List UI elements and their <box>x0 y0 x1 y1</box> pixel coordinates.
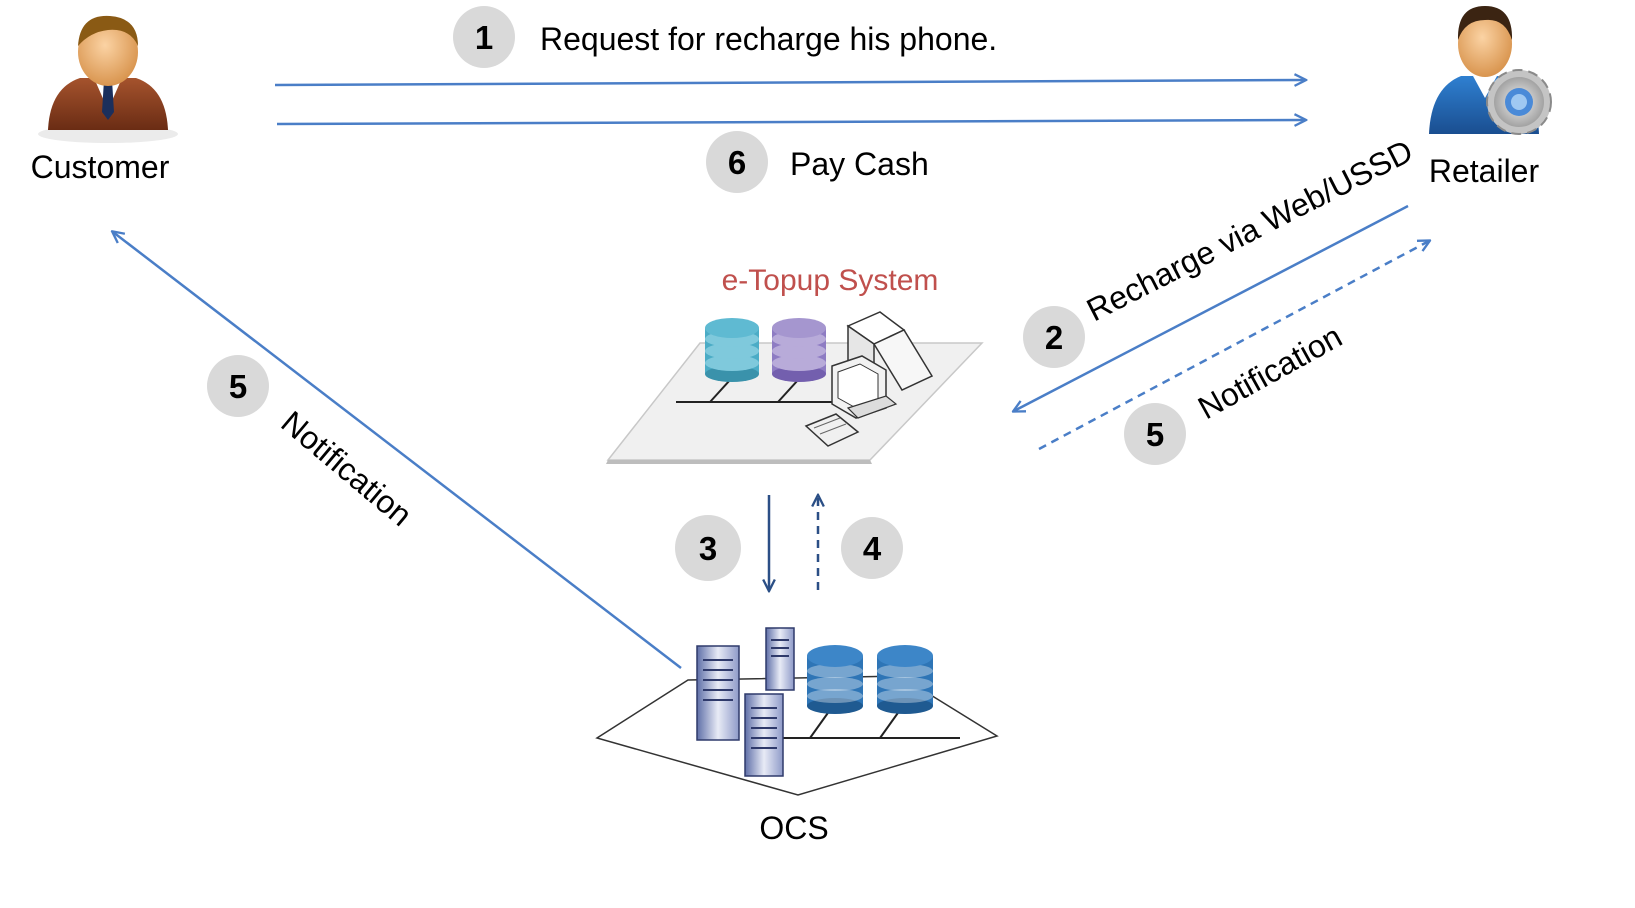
network-platform-icon <box>606 311 984 464</box>
retailer-label: Retailer <box>1429 153 1540 189</box>
pay-cash-arrow <box>276 120 1305 124</box>
step-6-badge <box>706 131 768 193</box>
customer-label: Customer <box>31 149 170 185</box>
step-2-number: 2 <box>1045 319 1063 356</box>
step-5-retailer-text: Notification <box>1192 318 1348 426</box>
step-6-number: 6 <box>728 144 746 181</box>
step-5-retailer-number: 5 <box>1146 416 1164 453</box>
step-2-text: Recharge via Web/USSD <box>1081 133 1419 329</box>
retailer-notification-arrow <box>1038 241 1429 451</box>
step-5-customer-badge <box>207 355 269 417</box>
recharge-arrow <box>1014 204 1409 411</box>
step-2-badge <box>1023 306 1085 368</box>
step-3-number: 3 <box>699 530 717 567</box>
customer-notification-arrow <box>113 232 682 669</box>
request-arrow <box>274 80 1305 85</box>
step-4-number: 4 <box>863 530 882 567</box>
businessman-icon <box>38 15 178 143</box>
step-1-text: Request for recharge his phone. <box>540 21 997 57</box>
step-5-customer-number: 5 <box>229 368 247 405</box>
step-5-customer-text: Notification <box>275 404 419 533</box>
step-5-retailer-badge <box>1124 403 1186 465</box>
server-cluster-icon <box>595 627 999 796</box>
step-1-badge <box>453 6 515 68</box>
step-1-number: 1 <box>475 19 493 56</box>
step-3-badge <box>675 515 741 581</box>
step-6-text: Pay Cash <box>790 146 929 182</box>
etopup-label: e-Topup System <box>722 264 939 297</box>
step-4-badge <box>841 517 903 579</box>
retailer-gear-icon <box>1429 6 1552 135</box>
ocs-label: OCS <box>759 810 828 846</box>
